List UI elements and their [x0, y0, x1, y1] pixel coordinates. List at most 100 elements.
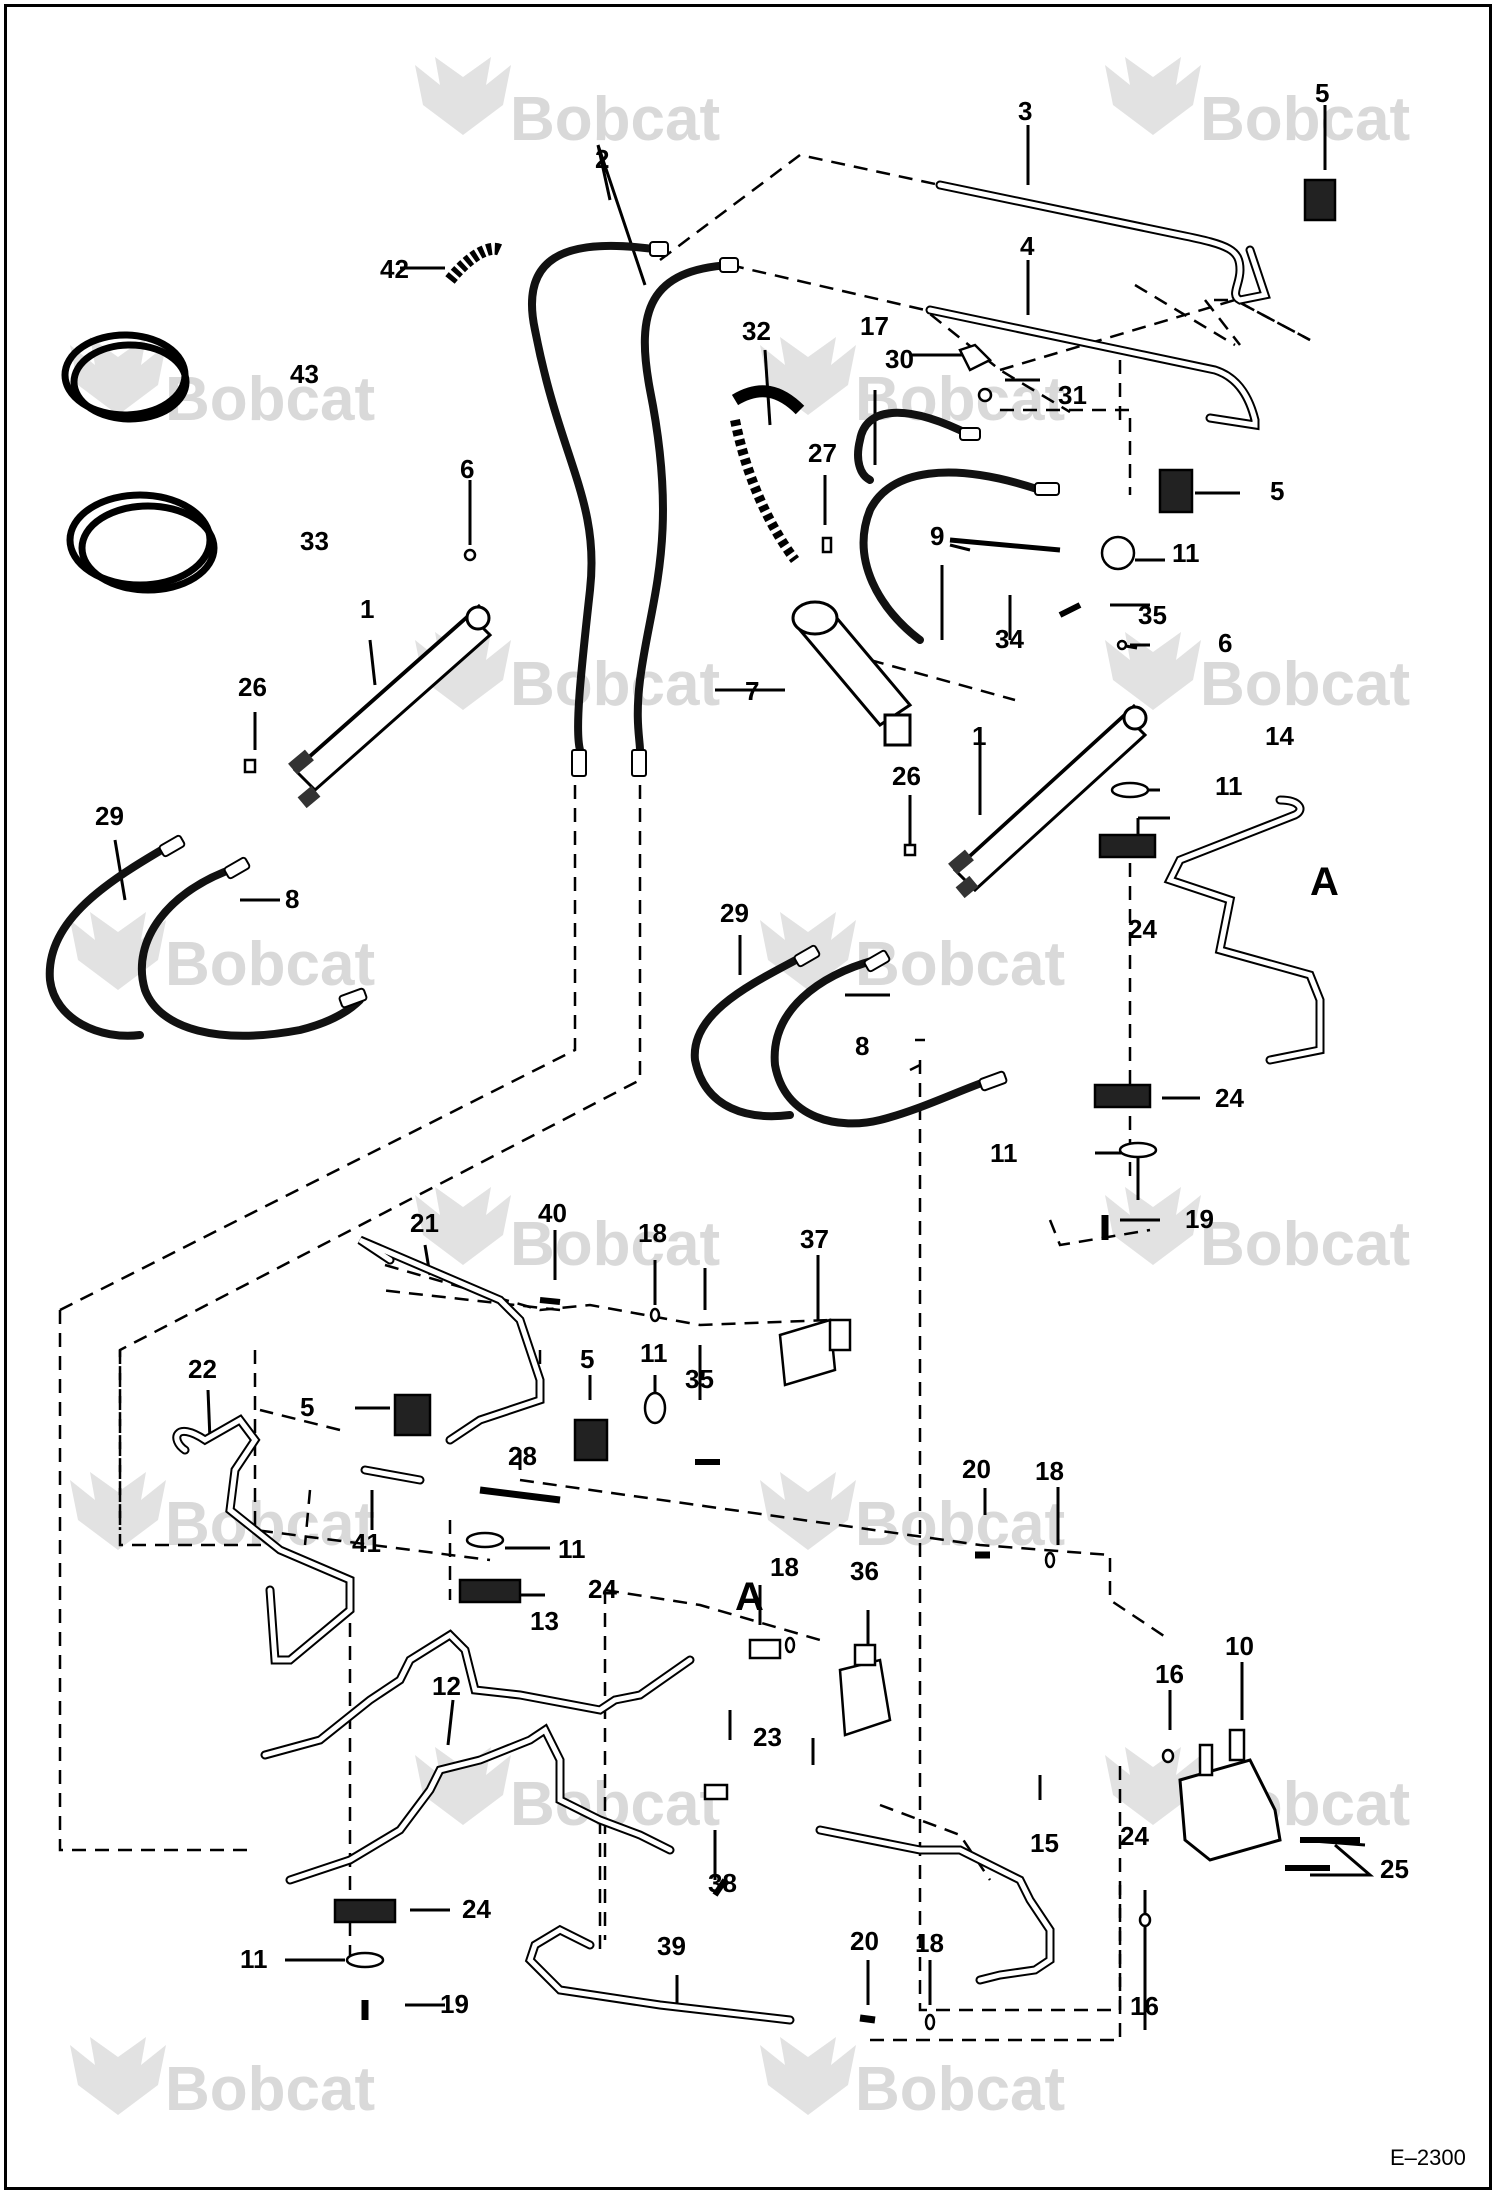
- callout-5: 5: [580, 1344, 594, 1374]
- callout-24: 24: [1120, 1821, 1149, 1851]
- callout-24: 24: [462, 1894, 491, 1924]
- watermark-logo: Bobcat: [415, 57, 720, 154]
- callout-2: 2: [595, 144, 609, 174]
- watermark-text: Bobcat: [855, 930, 1065, 999]
- watermark-text: Bobcat: [1200, 1210, 1410, 1279]
- watermark-logo: Bobcat: [70, 1472, 375, 1559]
- callout-31: 31: [1058, 380, 1087, 410]
- callout-11: 11: [1215, 771, 1243, 801]
- callout-8: 8: [285, 884, 299, 914]
- diagram-border: [4, 4, 1492, 2190]
- callout-30: 30: [885, 344, 914, 374]
- fittings: [158, 241, 1060, 1092]
- callout-32: 32: [742, 316, 771, 346]
- callout-27: 27: [808, 438, 837, 468]
- callout-10: 10: [1225, 1631, 1254, 1661]
- hose-8-right: [770, 956, 994, 1128]
- callout-26: 26: [892, 761, 921, 791]
- watermark-text: Bobcat: [855, 2055, 1065, 2124]
- callout-20: 20: [850, 1926, 879, 1956]
- callout-42: 42: [380, 254, 409, 284]
- cylinder-1-right: [948, 703, 1148, 899]
- callout-11: 11: [240, 1944, 268, 1974]
- watermark-logo: Bobcat: [760, 2037, 1065, 2124]
- accumulator-7: [791, 600, 913, 747]
- callout-16: 16: [1155, 1659, 1184, 1689]
- hose-29-left: [45, 841, 174, 1040]
- watermark-text: Bobcat: [510, 1210, 720, 1279]
- watermark-logo: Bobcat: [70, 912, 375, 999]
- hoses: [45, 241, 1044, 1128]
- reference-a: A: [1310, 860, 1339, 904]
- callout-17: 17: [860, 311, 889, 341]
- watermark-logo: Bobcat: [760, 912, 1065, 999]
- figure-id: E–2300: [1390, 2145, 1466, 2170]
- callout-14: 14: [1265, 721, 1294, 751]
- watermark-logo: Bobcat: [415, 1187, 720, 1279]
- cylinder-1-left: [288, 603, 493, 809]
- callout-20: 20: [962, 1454, 991, 1484]
- callout-18: 18: [770, 1552, 799, 1582]
- callout-18: 18: [915, 1928, 944, 1958]
- watermark-logo: Bobcat: [760, 1472, 1065, 1559]
- callout-26: 26: [238, 672, 267, 702]
- watermark-text: Bobcat: [855, 365, 1065, 434]
- watermark-logo: Bobcat: [415, 1747, 720, 1839]
- callout-5: 5: [1315, 78, 1329, 108]
- callout-37: 37: [800, 1224, 829, 1254]
- callout-12: 12: [432, 1671, 461, 1701]
- watermark-text: Bobcat: [855, 1490, 1065, 1559]
- watermark-logo: Bobcat: [415, 632, 720, 719]
- callout-7: 7: [745, 676, 759, 706]
- callout-29: 29: [720, 898, 749, 928]
- callout-16: 16: [1130, 1991, 1159, 2021]
- callout-6: 6: [1218, 628, 1232, 658]
- callout-21: 21: [410, 1208, 439, 1238]
- small-parts: [243, 178, 1360, 2031]
- steel-tubes: [172, 180, 1325, 2025]
- callout-18: 18: [638, 1218, 667, 1248]
- callout-25: 25: [1380, 1854, 1409, 1884]
- hose-29-right: [690, 951, 809, 1121]
- watermark-text: Bobcat: [165, 930, 375, 999]
- watermark-text: Bobcat: [165, 2055, 375, 2124]
- callout-19: 19: [440, 1989, 469, 2019]
- tube-14: [1163, 795, 1325, 1065]
- callout-11: 11: [1172, 538, 1200, 568]
- hose-2-right: [633, 261, 734, 754]
- callout-41: 41: [352, 1528, 381, 1558]
- reference-a: A: [735, 1575, 764, 1619]
- hose-17: [854, 408, 974, 484]
- watermark-text: Bobcat: [510, 650, 720, 719]
- callout-34: 34: [995, 624, 1024, 654]
- watermark-logo: Bobcat: [1105, 632, 1410, 719]
- watermark-logo: Bobcat: [70, 2037, 375, 2124]
- dashed-routing-lines: [58, 153, 1311, 2042]
- hose-9: [859, 468, 1044, 644]
- callout-8: 8: [855, 1031, 869, 1061]
- watermark-text: Bobcat: [1200, 85, 1410, 154]
- watermark-logo: Bobcat: [1105, 1187, 1410, 1279]
- callout-4: 4: [1020, 231, 1035, 261]
- callout-18: 18: [1035, 1456, 1064, 1486]
- callout-28: 28: [508, 1441, 537, 1471]
- callout-38: 38: [708, 1868, 737, 1898]
- callout-9: 9: [930, 521, 944, 551]
- callout-11: 11: [640, 1338, 668, 1368]
- callout-43: 43: [290, 359, 319, 389]
- callout-1: 1: [972, 721, 986, 751]
- watermark-text: Bobcat: [1200, 650, 1410, 719]
- watermark-text: Bobcat: [165, 365, 375, 434]
- watermark-logo: Bobcat: [1105, 57, 1410, 154]
- tube-13: [260, 1629, 695, 1760]
- callout-35: 35: [685, 1364, 714, 1394]
- callout-15: 15: [1030, 1828, 1059, 1858]
- callout-labels: 42 2 3 4 5 5 43 33 6 1 26 29 8 32 17 30 …: [95, 78, 1409, 2021]
- callout-22: 22: [188, 1354, 217, 1384]
- callout-36: 36: [850, 1556, 879, 1586]
- callout-35: 35: [1138, 600, 1167, 630]
- watermark-text: Bobcat: [510, 85, 720, 154]
- callout-24: 24: [1215, 1083, 1244, 1113]
- callout-5: 5: [300, 1392, 314, 1422]
